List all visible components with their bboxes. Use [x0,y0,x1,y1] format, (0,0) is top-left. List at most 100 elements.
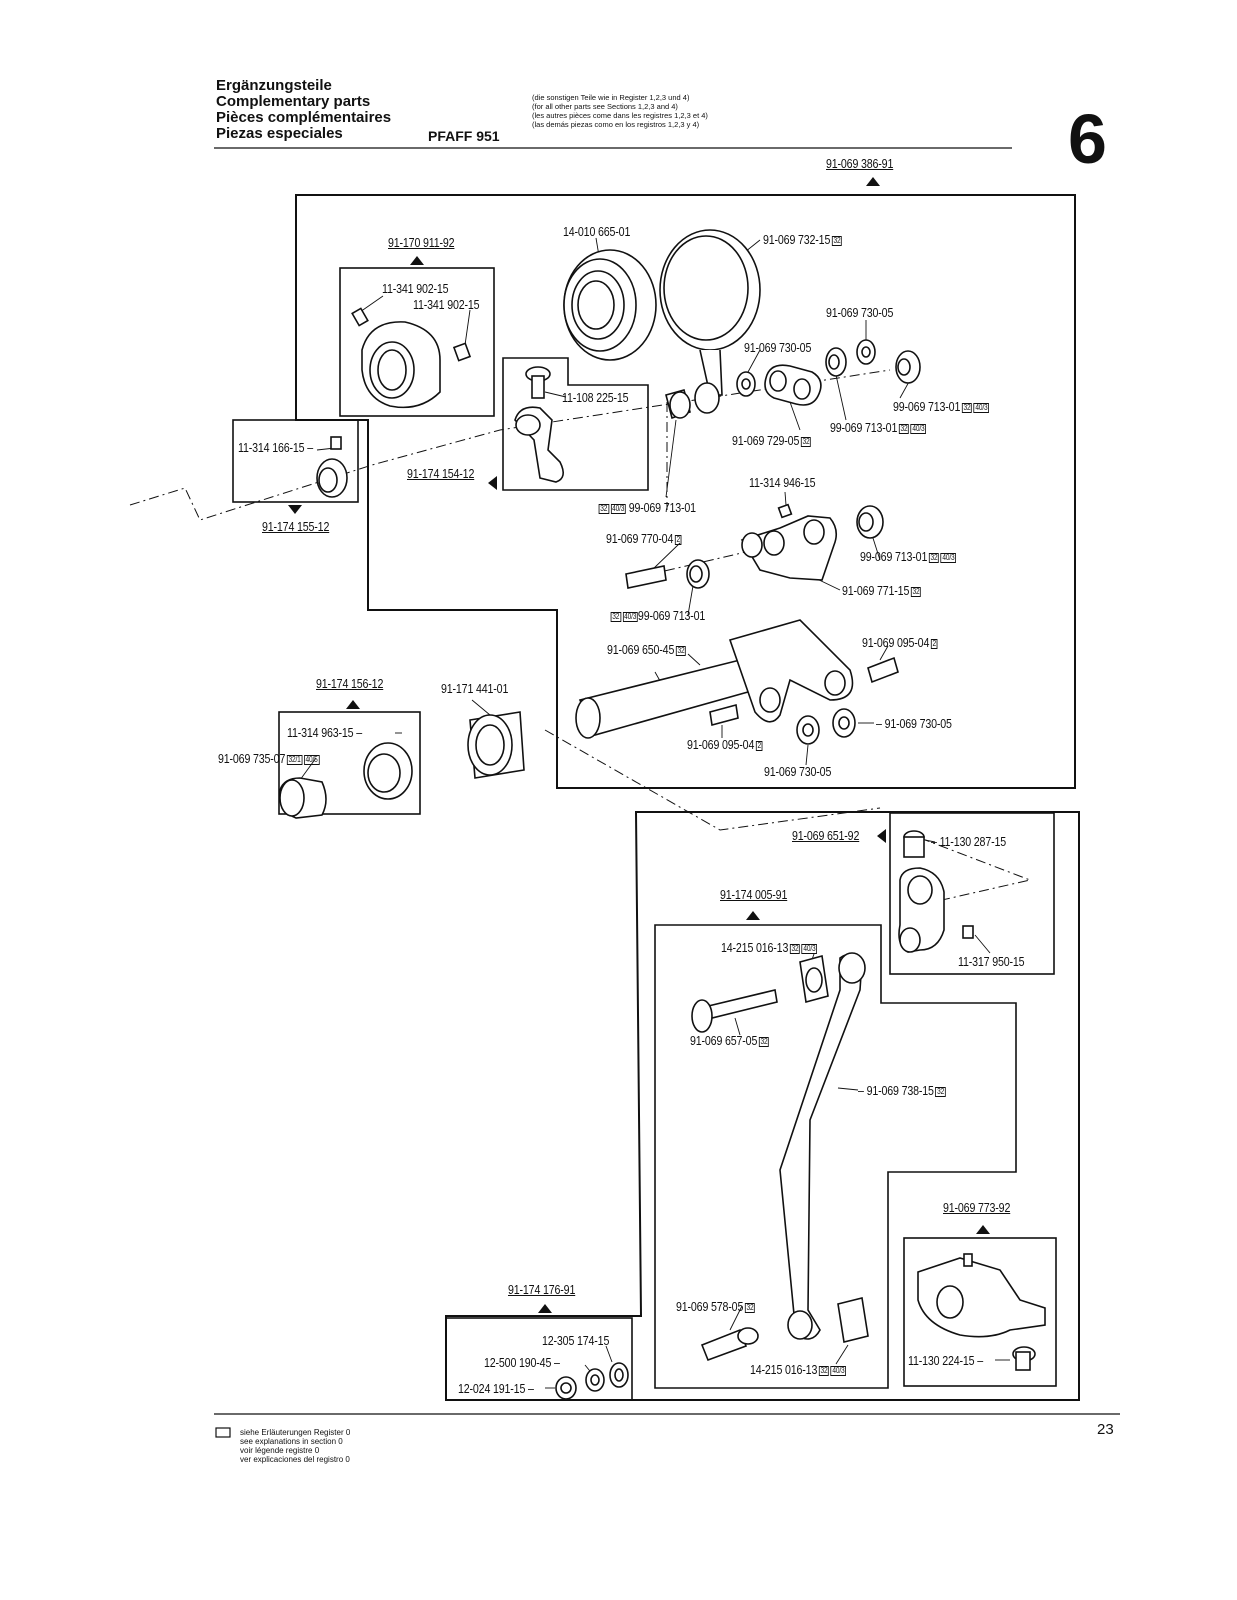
badge-40-3: 40/3 [622,611,638,622]
screw-578 [700,1328,748,1362]
bearing-large [563,249,657,361]
part-label: 11-317 950-15 [958,954,1025,969]
part-label: 11-314 946-15 [749,475,816,490]
assembly-main: 91-069 386-91 [826,156,894,171]
header-notes: (die sonstigen Teile wie in Register 1,2… [532,93,708,129]
assembly-a8: 91-174 176-91 [508,1282,576,1297]
pointer-a7 [976,1225,990,1234]
pointer-a4 [346,700,360,709]
part-label: 12-024 191-15 – [458,1381,534,1396]
part-label: 12-500 190-45 – [484,1355,560,1370]
badge-32: 32 [758,1036,770,1047]
eccentric-ring [659,229,761,414]
collar-a1 [351,307,472,409]
badge-32: 32 [928,552,940,563]
note-es: (las demás piezas como en los registros … [532,120,700,129]
box-a3 [232,419,359,503]
pointer-a1 [410,256,424,265]
crank-a2 [514,366,564,483]
section-number: 6 [1068,100,1107,178]
box-a5 [889,812,1055,975]
lever-738 [779,952,866,1340]
badge-2: 2 [674,534,682,545]
box-a2 [502,357,649,491]
badge-32-1: 32/1 [286,754,303,765]
badge-40-3: 40/3 [910,423,927,434]
badge-40-3: 40/3 [940,552,957,563]
title-en: Complementary parts [216,93,371,110]
note-de: (die sonstigen Teile wie in Register 1,2… [532,93,690,102]
part-label: 11-341 902-15 [413,297,480,312]
clamp-a5 [898,830,974,953]
clamp-a7 [917,1253,1046,1371]
needle-bearing-441 [467,711,525,779]
axis-line-2 [544,729,881,831]
badge-40-3: 40/3 [830,1365,847,1376]
badge-2: 2 [930,638,938,649]
part-label: 14-010 665-01 [563,224,631,239]
note-en: (for all other parts see Sections 1,2,3 … [532,102,678,111]
legend-de: siehe Erläuterungen Register 0 [240,1428,351,1437]
axis-line-1 [129,369,891,521]
badge-32: 32 [910,586,922,597]
part-label: 12-305 174-15 [542,1333,610,1348]
part-label: 91-069 730-05 [826,305,894,320]
part-label: 11-314 963-15 – [287,725,363,740]
badge-32: 32 [744,1302,756,1313]
page-number: 23 [1097,1421,1114,1438]
part-label: 11-341 902-15 [382,281,449,296]
badge-32: 32 [831,235,843,246]
badge-32: 32 [675,645,687,656]
assembly-a5: 91-069 651-92 [792,828,860,843]
part-label: 11-108 225-15 [562,390,629,405]
badge-32: 32 [818,1365,830,1376]
note-fr: (les autres pièces come dans les registr… [532,111,708,120]
legend-text: siehe Erläuterungen Register 0 see expla… [240,1428,350,1464]
title-es: Piezas especiales [216,125,343,142]
assembly-a3: 91-174 155-12 [262,519,330,534]
pointer-a3 [288,505,302,514]
assembly-a6: 91-174 005-91 [720,887,788,902]
part-label: 91-069 730-05 [764,764,832,779]
legend-fr: voir légende registre 0 [240,1446,320,1455]
badge-32: 32 [610,611,621,622]
box-a1 [339,267,495,417]
part-label: 91-069 730-05 [744,340,812,355]
pointer-a6 [746,911,760,920]
part-label: – 91-069 730-05 [876,716,952,731]
badge-32: 32 [935,1086,946,1097]
badge-32: 32 [789,943,801,954]
badge-2: 2 [755,740,763,751]
part-label: – 11-130 287-15 [931,834,1007,849]
assembly-a1: 91-170 911-92 [388,235,455,250]
badge-40-5: 40/5 [303,754,320,765]
badge-32: 32 [598,503,609,514]
badge-40-3: 40/3 [610,503,626,514]
assembly-a2: 91-174 154-12 [407,466,475,481]
badge-32: 32 [898,423,910,434]
badge-32: 32 [961,402,973,413]
assembly-a4: 91-174 156-12 [316,676,384,691]
needle-bearing-016b [837,1297,869,1343]
machine-model: PFAFF 951 [428,128,500,144]
box-a4 [278,711,421,815]
legend-box-symbol [215,1427,231,1438]
legend-es: ver explicaciones del registro 0 [240,1455,350,1464]
header-titles: Ergänzungsteile Complementary parts Pièc… [216,78,391,142]
